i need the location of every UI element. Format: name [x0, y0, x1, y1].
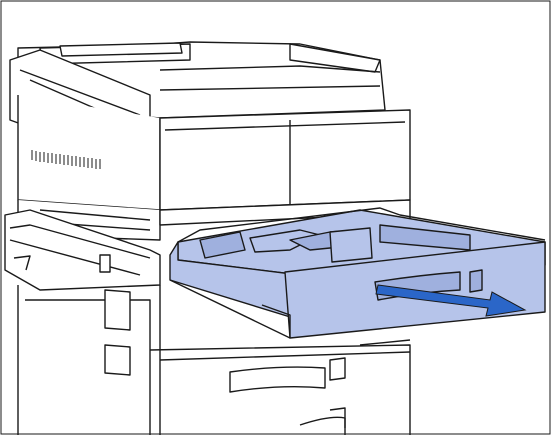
printer-body: [4, 41, 411, 435]
vent-slots: [31, 150, 101, 169]
pull-direction-arrow: [375, 284, 527, 317]
paper-tray: [169, 207, 546, 339]
